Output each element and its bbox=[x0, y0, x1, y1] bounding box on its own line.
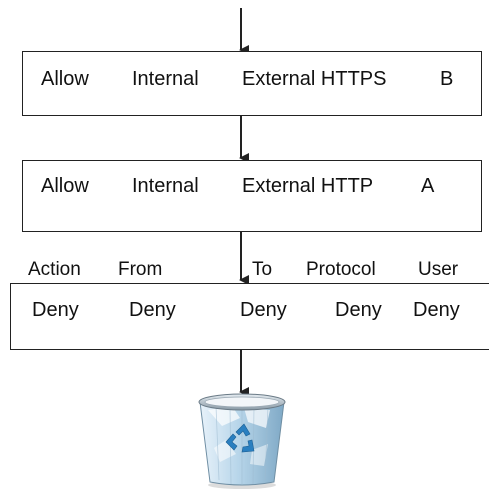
rule-a-user: A bbox=[421, 175, 435, 197]
default-deny-box: Deny Deny Deny Deny Deny bbox=[10, 283, 489, 350]
deny-action: Deny bbox=[32, 299, 79, 321]
deny-user: Deny bbox=[413, 299, 460, 321]
rule-b-user: B bbox=[440, 68, 454, 90]
rule-a-from: Internal bbox=[132, 175, 199, 197]
deny-protocol: Deny bbox=[335, 299, 382, 321]
header-from: From bbox=[118, 259, 163, 280]
rule-b-action: Allow bbox=[41, 68, 89, 90]
recycle-bin-icon bbox=[198, 393, 286, 489]
header-action: Action bbox=[28, 259, 81, 280]
header-user: User bbox=[418, 259, 459, 280]
deny-to: Deny bbox=[240, 299, 287, 321]
rule-a-box: Allow Internal External HTTP A bbox=[22, 160, 482, 232]
header-protocol: Protocol bbox=[306, 259, 376, 280]
rule-a-to-protocol: External HTTP bbox=[242, 175, 374, 197]
rule-a-action: Allow bbox=[41, 175, 89, 197]
rule-b-to-protocol: External HTTPS bbox=[242, 68, 387, 90]
header-to: To bbox=[252, 259, 273, 280]
deny-from: Deny bbox=[129, 299, 176, 321]
rule-b-from: Internal bbox=[132, 68, 199, 90]
rule-b-box: Allow Internal External HTTPS B bbox=[22, 51, 482, 116]
